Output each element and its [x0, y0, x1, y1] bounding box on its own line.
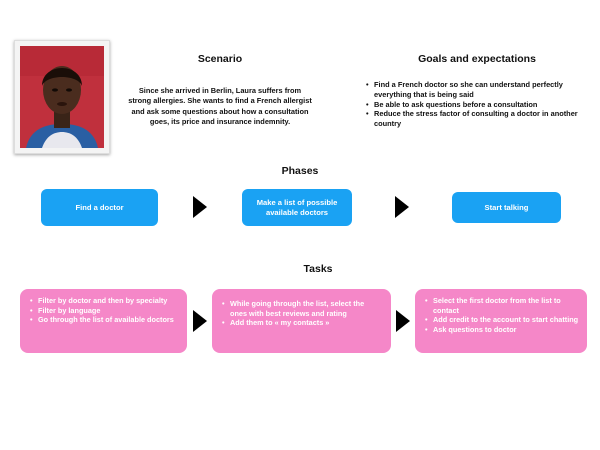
task-item: Filter by language: [30, 306, 179, 316]
task-item: While going through the list, select the…: [222, 299, 383, 318]
arrow-right-icon: [396, 310, 410, 332]
scenario-text: Since she arrived in Berlin, Laura suffe…: [128, 86, 312, 127]
task-group-find-doctor: Filter by doctor and then by specialty F…: [20, 289, 187, 353]
arrow-right-icon: [395, 196, 409, 218]
goals-heading: Goals and expectations: [418, 53, 536, 65]
tasks-heading: Tasks: [303, 263, 333, 275]
task-item: Filter by doctor and then by specialty: [30, 296, 179, 306]
phases-heading: Phases: [281, 165, 319, 177]
person-portrait-icon: [20, 46, 104, 148]
phase-make-list: Make a list of possible available doctor…: [242, 189, 352, 226]
goal-item: Reduce the stress factor of consulting a…: [366, 109, 588, 129]
task-group-start-talking: Select the first doctor from the list to…: [415, 289, 587, 353]
arrow-right-icon: [193, 196, 207, 218]
goal-item: Be able to ask questions before a consul…: [366, 100, 588, 110]
phase-find-doctor: Find a doctor: [41, 189, 158, 226]
arrow-right-icon: [193, 310, 207, 332]
task-item: Select the first doctor from the list to…: [425, 296, 579, 315]
task-item: Go through the list of available doctors: [30, 315, 179, 325]
task-item: Ask questions to doctor: [425, 325, 579, 335]
persona-photo: [14, 40, 110, 154]
goals-list: Find a French doctor so she can understa…: [366, 80, 588, 129]
task-group-make-list: While going through the list, select the…: [212, 289, 391, 353]
phase-start-talking: Start talking: [452, 192, 561, 223]
goal-item: Find a French doctor so she can understa…: [366, 80, 588, 100]
scenario-heading: Scenario: [197, 53, 243, 65]
task-item: Add them to « my contacts »: [222, 318, 383, 328]
task-item: Add credit to the account to start chatt…: [425, 315, 579, 325]
